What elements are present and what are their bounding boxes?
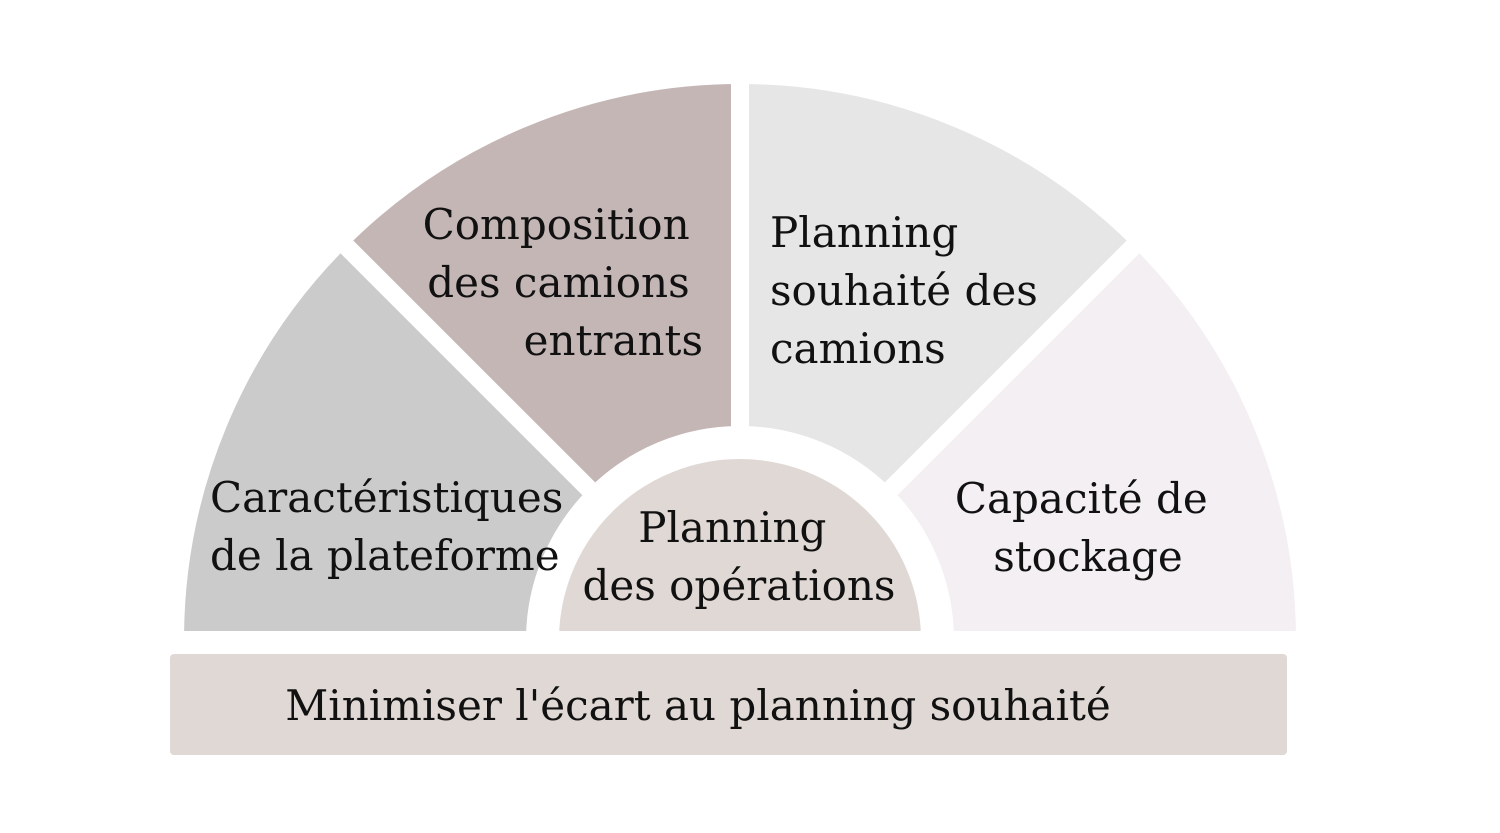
- segment-label-line: stockage: [993, 532, 1182, 581]
- objective-bar: [170, 654, 1287, 755]
- hub-label-line: des opérations: [583, 561, 896, 610]
- segment-desired-truck-planning: [731, 65, 1153, 508]
- segment-label-line: Planning: [770, 208, 958, 257]
- hub-label: Planning des opérations: [583, 503, 896, 610]
- segment-label-truck-composition: Composition des camions entrants: [423, 200, 703, 365]
- segment-truck-composition: [327, 65, 749, 508]
- objective-label: Minimiser l'écart au planning souhaité: [285, 681, 1110, 730]
- segment-label-line: camions: [770, 324, 946, 373]
- segment-label-line: des camions: [427, 258, 689, 307]
- operations-planning-hub: [540, 441, 940, 649]
- hub-label-line: Planning: [638, 503, 826, 552]
- segment-label-line: entrants: [524, 316, 703, 365]
- segment-platform-characteristics: [165, 227, 608, 649]
- segment-label-line: souhaité des: [770, 266, 1038, 315]
- segment-storage-capacity: [872, 227, 1315, 649]
- segment-label-line: de la plateforme: [210, 531, 560, 580]
- segment-label-platform-characteristics: Caractéristiques de la plateforme: [210, 473, 577, 580]
- segment-label-storage-capacity: Capacité de stockage: [955, 474, 1221, 581]
- segment-label-desired-truck-planning: Planning souhaité des camions: [770, 208, 1051, 373]
- segment-label-line: Caractéristiques: [210, 473, 563, 522]
- segment-label-line: Capacité de: [955, 474, 1208, 523]
- segment-label-line: Composition: [423, 200, 690, 249]
